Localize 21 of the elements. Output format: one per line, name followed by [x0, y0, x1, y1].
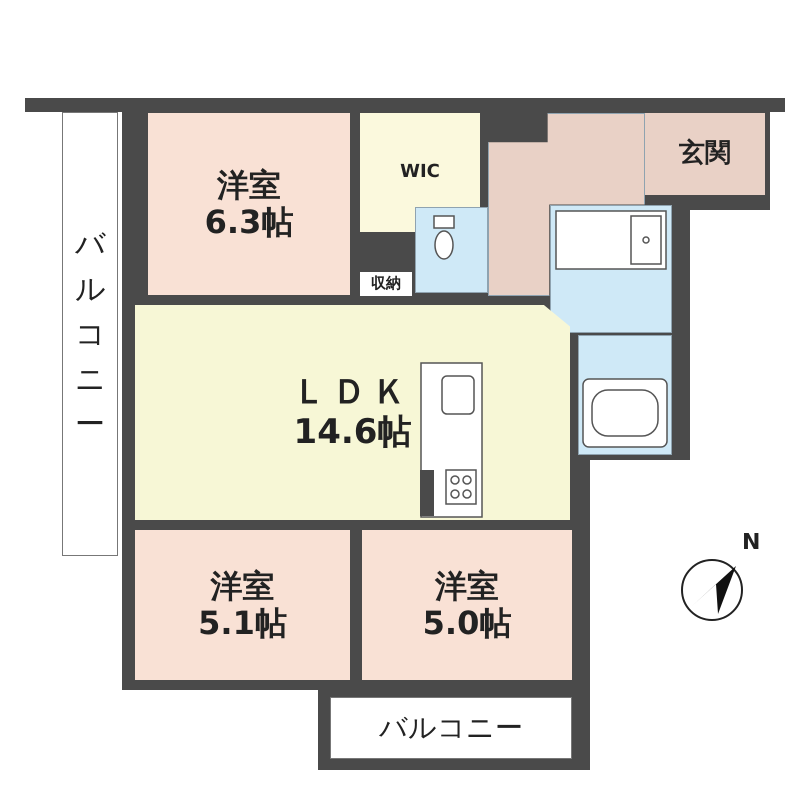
- room-name: 収納: [371, 275, 401, 293]
- room-size: 5.1帖: [198, 605, 287, 642]
- balcony-area: [330, 697, 572, 759]
- room-size: 6.3帖: [204, 204, 294, 241]
- room-name: WIC: [400, 162, 440, 183]
- storage-area: [360, 272, 412, 296]
- balcony-area: [62, 112, 118, 556]
- entrance-area: [645, 113, 765, 195]
- room-name: バルコニー: [75, 226, 105, 444]
- room-name: 洋室: [210, 568, 274, 605]
- room-name: 玄関: [679, 139, 731, 169]
- room-name: 洋室: [217, 167, 281, 204]
- north-label: N: [742, 530, 760, 556]
- room-area: [135, 530, 350, 680]
- room-area: [362, 530, 572, 680]
- room-name: ＬＤＫ: [292, 373, 412, 412]
- room-area: [148, 113, 350, 295]
- room-size: 14.6帖: [294, 412, 412, 452]
- room-name: バルコニー: [379, 712, 523, 744]
- room-name: 洋室: [435, 568, 499, 605]
- room-size: 5.0帖: [422, 605, 512, 642]
